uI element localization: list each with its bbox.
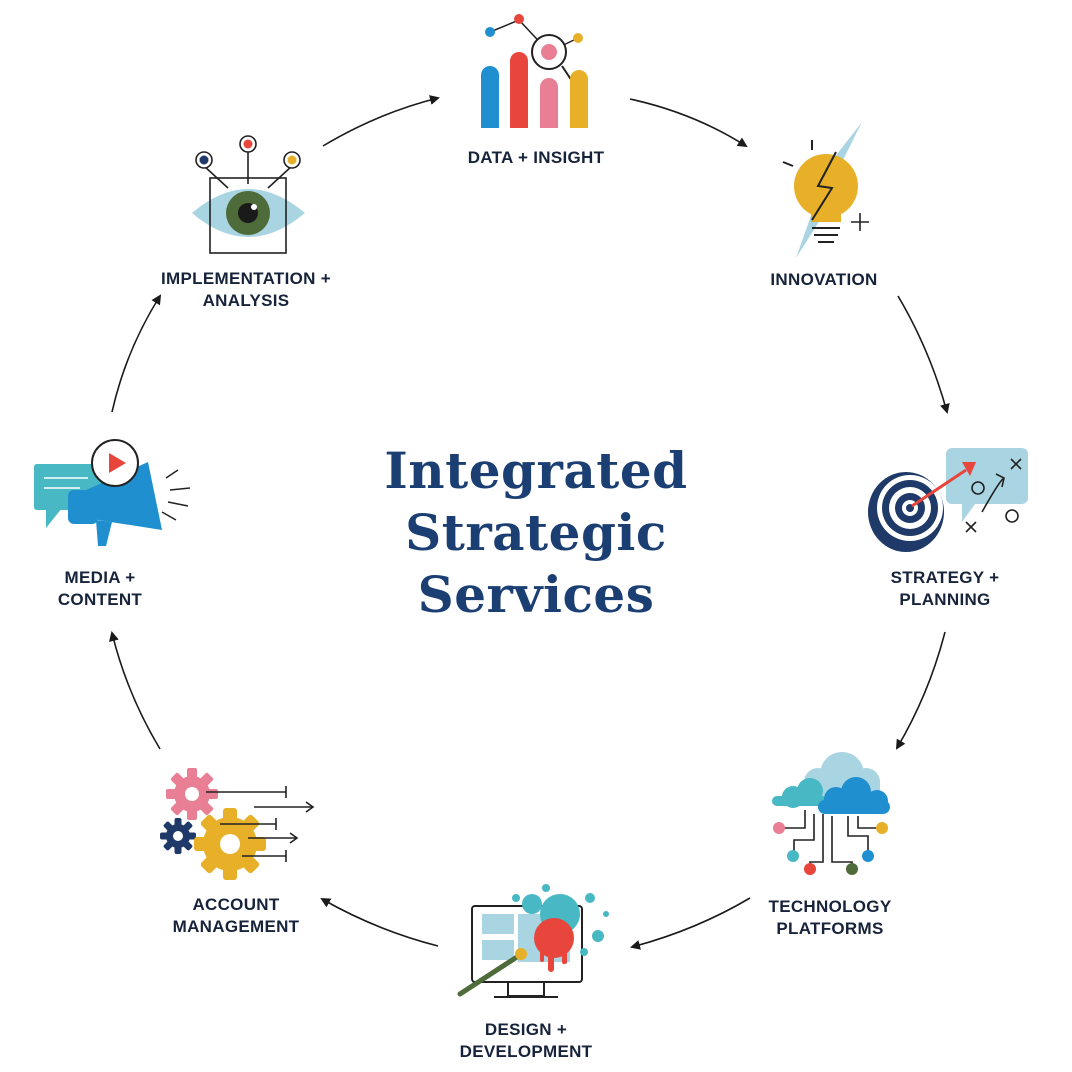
arrow-data-to-innovation bbox=[629, 98, 748, 148]
gears-icon bbox=[160, 768, 315, 880]
step-label: TECHNOLOGY bbox=[769, 897, 892, 916]
step-label: ANALYSIS bbox=[203, 291, 290, 310]
title-line: Integrated bbox=[384, 441, 687, 500]
arrow-strategy-to-technology bbox=[895, 631, 946, 750]
title-line: Services bbox=[418, 565, 655, 624]
arrow-media-to-implementation bbox=[111, 294, 162, 413]
arrow-implementation-to-data bbox=[322, 95, 440, 147]
step-label: INNOVATION bbox=[770, 270, 877, 289]
step-technology-platforms: TECHNOLOGY PLATFORMS bbox=[769, 752, 892, 938]
step-label: PLATFORMS bbox=[776, 919, 883, 938]
diagram-title: Integrated Strategic Services bbox=[384, 441, 687, 624]
step-strategy-planning: STRATEGY + PLANNING bbox=[868, 448, 1028, 609]
lightbulb-lightning-icon bbox=[782, 122, 869, 258]
step-label: DEVELOPMENT bbox=[460, 1042, 593, 1061]
arrow-technology-to-design bbox=[630, 897, 751, 950]
cycle-arrows bbox=[109, 95, 950, 950]
step-design-development: DESIGN + DEVELOPMENT bbox=[457, 884, 609, 1061]
step-label: CONTENT bbox=[58, 590, 143, 609]
step-account-management: ACCOUNT MANAGEMENT bbox=[160, 768, 315, 936]
cloud-network-icon bbox=[772, 752, 890, 875]
megaphone-play-icon bbox=[34, 439, 191, 546]
arrow-design-to-account bbox=[320, 898, 439, 947]
monitor-paint-splash-icon bbox=[457, 884, 609, 998]
step-label: ACCOUNT bbox=[192, 895, 279, 914]
step-label: DESIGN + bbox=[485, 1020, 567, 1039]
bar-chart-magnifier-icon bbox=[481, 14, 588, 128]
arrow-innovation-to-strategy bbox=[897, 295, 950, 414]
title-line: Strategic bbox=[405, 503, 667, 562]
step-label: STRATEGY + bbox=[891, 568, 1000, 587]
step-innovation: INNOVATION bbox=[770, 122, 877, 289]
step-implementation-analysis: IMPLEMENTATION + ANALYSIS bbox=[161, 135, 331, 310]
step-label: IMPLEMENTATION + bbox=[161, 269, 331, 288]
step-data-insight: DATA + INSIGHT bbox=[468, 14, 605, 167]
eye-network-icon bbox=[192, 135, 305, 254]
step-label: MEDIA + bbox=[65, 568, 136, 587]
step-media-content: MEDIA + CONTENT bbox=[34, 439, 191, 609]
arrow-account-to-media bbox=[109, 631, 161, 750]
step-label: PLANNING bbox=[899, 590, 990, 609]
gear-pink bbox=[166, 768, 218, 820]
step-label: MANAGEMENT bbox=[173, 917, 300, 936]
target-dart-icon bbox=[868, 448, 1028, 552]
gear-yellow bbox=[194, 808, 266, 880]
step-label: DATA + INSIGHT bbox=[468, 148, 605, 167]
gear-navy bbox=[160, 818, 196, 854]
